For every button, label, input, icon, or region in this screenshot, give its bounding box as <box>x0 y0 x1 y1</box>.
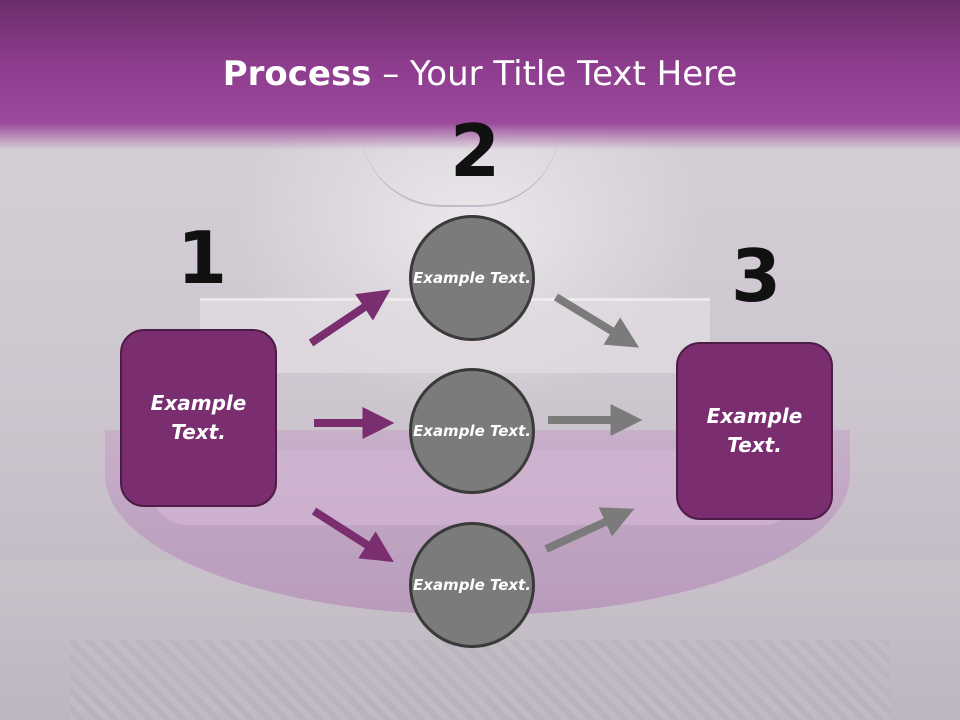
step-number-3: 3 <box>731 234 782 318</box>
title-rest: – Your Title Text Here <box>371 54 738 94</box>
slide-title: Process – Your Title Text Here <box>0 52 960 96</box>
left-box: Example Text. <box>120 329 277 507</box>
title-band <box>0 0 960 150</box>
rug-decoration <box>70 640 890 720</box>
arrow-icon <box>553 293 640 348</box>
left-box-text: Example Text. <box>150 391 247 444</box>
step-number-2: 2 <box>450 109 501 193</box>
circle-bottom: Example Text. <box>409 522 535 648</box>
circle-bottom-text: Example Text. <box>413 575 531 594</box>
step-number-1: 1 <box>177 216 228 300</box>
circle-top: Example Text. <box>409 215 535 341</box>
arrow-icon <box>311 507 394 563</box>
arrow-icon <box>308 289 391 347</box>
circle-middle-text: Example Text. <box>413 421 531 440</box>
right-box: Example Text. <box>676 342 833 520</box>
arrow-icon <box>544 507 635 553</box>
circle-top-text: Example Text. <box>413 268 531 287</box>
chandelier-decoration <box>360 125 560 207</box>
title-bold: Process <box>222 54 372 94</box>
right-box-text: Example Text. <box>706 404 803 457</box>
circle-middle: Example Text. <box>409 368 535 494</box>
